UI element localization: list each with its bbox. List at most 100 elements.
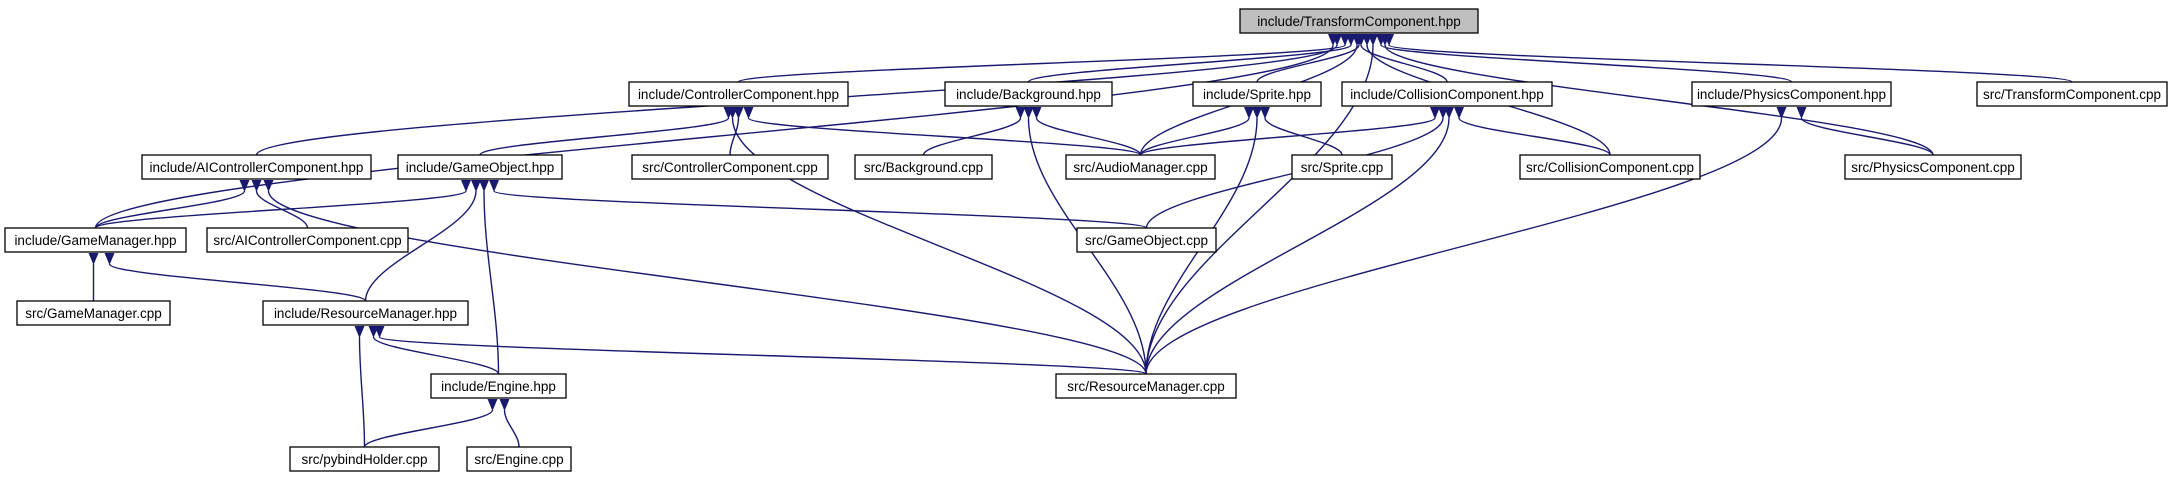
node-physics-hpp[interactable]: include/PhysicsComponent.hpp <box>1691 81 1892 107</box>
edge-controller_hpp-to-audiomanager_cpp <box>743 106 1142 156</box>
node-controller-hpp[interactable]: include/ControllerComponent.hpp <box>628 81 849 107</box>
node-label: include/Engine.hpp <box>441 379 556 394</box>
node-label: src/ResourceManager.cpp <box>1067 379 1225 394</box>
node-gamemanager-hpp[interactable]: include/GameManager.hpp <box>4 227 187 253</box>
node-resourcemanager-hpp[interactable]: include/ResourceManager.hpp <box>262 300 469 326</box>
node-label: include/ControllerComponent.hpp <box>638 87 839 102</box>
node-box <box>206 227 409 253</box>
node-gameobject-cpp[interactable]: src/GameObject.cpp <box>1076 227 1217 253</box>
node-box <box>1076 227 1217 253</box>
node-label: include/ResourceManager.hpp <box>274 306 457 321</box>
node-transform-cpp[interactable]: src/TransformComponent.cpp <box>1976 81 2168 107</box>
node-aicontroller-hpp[interactable]: include/AIControllerComponent.hpp <box>141 154 372 180</box>
edge-collision_hpp-to-collision_cpp <box>1453 106 1611 156</box>
node-box <box>1239 8 1479 34</box>
node-label: src/ControllerComponent.cpp <box>642 160 818 175</box>
node-box <box>1844 154 2022 180</box>
node-box <box>1976 81 2168 107</box>
edge-controller_hpp-to-controller_cpp <box>729 106 744 156</box>
edge-transform_hpp-to-sprite_hpp <box>1256 33 1365 83</box>
node-background-cpp[interactable]: src/Background.cpp <box>854 154 993 180</box>
edge-transform_hpp-to-background_hpp <box>1027 33 1357 83</box>
node-transform-hpp[interactable]: include/TransformComponent.hpp <box>1239 8 1479 34</box>
node-label: include/AIControllerComponent.hpp <box>150 160 364 175</box>
edge-gamemanager_hpp-to-resourcemanager_hpp <box>104 252 367 302</box>
node-label: include/GameManager.hpp <box>14 233 176 248</box>
node-label: include/CollisionComponent.hpp <box>1350 87 1544 102</box>
edge-sprite_hpp-to-sprite_cpp <box>1259 106 1343 156</box>
node-sprite-cpp[interactable]: src/Sprite.cpp <box>1291 154 1393 180</box>
node-label: src/TransformComponent.cpp <box>1983 87 2161 102</box>
node-box <box>289 446 440 472</box>
edge-transform_hpp-to-physics_cpp <box>1379 33 1934 156</box>
node-box <box>1055 373 1237 399</box>
node-audiomanager-cpp[interactable]: src/AudioManager.cpp <box>1065 154 1216 180</box>
node-box <box>1519 154 1701 180</box>
edge-background_hpp-to-audiomanager_cpp <box>1031 106 1142 156</box>
edge-background_hpp-to-background_cpp <box>922 106 1026 156</box>
edge-gameobject_hpp-to-resourcemanager_hpp <box>364 179 482 302</box>
edge-controller_hpp-to-gameobject_hpp <box>479 106 734 156</box>
node-pybindholder-cpp[interactable]: src/pybindHolder.cpp <box>289 446 440 472</box>
node-label: src/CollisionComponent.cpp <box>1526 160 1694 175</box>
node-label: src/Sprite.cpp <box>1301 160 1384 175</box>
node-label: include/Sprite.hpp <box>1203 87 1311 102</box>
node-label: src/AIControllerComponent.cpp <box>213 233 401 248</box>
edge-physics_hpp-to-resourcemanager_cpp <box>1145 106 1787 375</box>
node-label: src/GameManager.cpp <box>25 306 162 321</box>
node-physics-cpp[interactable]: src/PhysicsComponent.cpp <box>1844 154 2022 180</box>
node-label: src/Engine.cpp <box>474 452 563 467</box>
node-box <box>141 154 372 180</box>
edge-engine_hpp-to-engine_cpp <box>499 398 520 448</box>
edge-transform_hpp-to-gamemanager_hpp <box>94 33 1339 229</box>
edge-sprite_hpp-to-audiomanager_cpp <box>1139 106 1255 156</box>
node-box <box>466 446 572 472</box>
node-box <box>262 300 469 326</box>
edge-transform_hpp-to-transform_cpp <box>1383 33 2073 83</box>
node-label: src/GameObject.cpp <box>1085 233 1208 248</box>
node-gameobject-hpp[interactable]: include/GameObject.hpp <box>397 154 563 180</box>
node-label: src/Background.cpp <box>864 160 983 175</box>
node-label: src/pybindHolder.cpp <box>301 452 427 467</box>
node-resourcemanager-cpp[interactable]: src/ResourceManager.cpp <box>1055 373 1237 399</box>
node-label: include/GameObject.hpp <box>406 160 555 175</box>
node-box <box>430 373 567 399</box>
edge-resourcemanager_hpp-to-resourcemanager_cpp <box>373 325 1147 375</box>
edge-engine_hpp-to-pybindholder_cpp <box>363 398 498 448</box>
edge-resourcemanager_hpp-to-engine_hpp <box>368 325 500 375</box>
node-box <box>1291 154 1393 180</box>
node-layer: include/TransformComponent.hpp include/Co… <box>4 8 2168 472</box>
node-engine-cpp[interactable]: src/Engine.cpp <box>466 446 572 472</box>
edge-gameobject_hpp-to-gameobject_cpp <box>488 179 1148 229</box>
edge-physics_hpp-to-physics_cpp <box>1796 106 1934 156</box>
node-controller-cpp[interactable]: src/ControllerComponent.cpp <box>631 154 829 180</box>
edge-transform_hpp-to-controller_hpp <box>737 33 1351 83</box>
node-aicontroller-cpp[interactable]: src/AIControllerComponent.cpp <box>206 227 409 253</box>
node-gamemanager-cpp[interactable]: src/GameManager.cpp <box>16 300 171 326</box>
node-box <box>628 81 849 107</box>
edge-aicontroller_hpp-to-resourcemanager_cpp <box>263 179 1147 375</box>
node-label: src/AudioManager.cpp <box>1073 160 1207 175</box>
node-box <box>944 81 1113 107</box>
edge-collision_hpp-to-resourcemanager_cpp <box>1145 106 1455 375</box>
edge-collision_hpp-to-audiomanager_cpp <box>1139 106 1441 156</box>
node-collision-cpp[interactable]: src/CollisionComponent.cpp <box>1519 154 1701 180</box>
node-label: include/Background.hpp <box>956 87 1101 102</box>
node-box <box>1691 81 1892 107</box>
edge-resourcemanager_hpp-to-pybindholder_cpp <box>354 325 366 448</box>
edge-transform_hpp-to-physics_hpp <box>1375 33 1793 83</box>
node-box <box>16 300 171 326</box>
edge-transform_hpp-to-collision_hpp <box>1355 33 1448 83</box>
node-box <box>1192 81 1322 107</box>
node-box <box>854 154 993 180</box>
node-box <box>397 154 563 180</box>
edge-aicontroller_hpp-to-gamemanager_hpp <box>94 179 250 229</box>
node-background-hpp[interactable]: include/Background.hpp <box>944 81 1113 107</box>
node-label: include/TransformComponent.hpp <box>1257 14 1461 29</box>
node-box <box>1065 154 1216 180</box>
node-sprite-hpp[interactable]: include/Sprite.hpp <box>1192 81 1322 107</box>
node-engine-hpp[interactable]: include/Engine.hpp <box>430 373 567 399</box>
edge-gameobject_hpp-to-engine_hpp <box>478 179 500 375</box>
node-collision-hpp[interactable]: include/CollisionComponent.hpp <box>1341 81 1553 107</box>
node-box <box>1341 81 1553 107</box>
